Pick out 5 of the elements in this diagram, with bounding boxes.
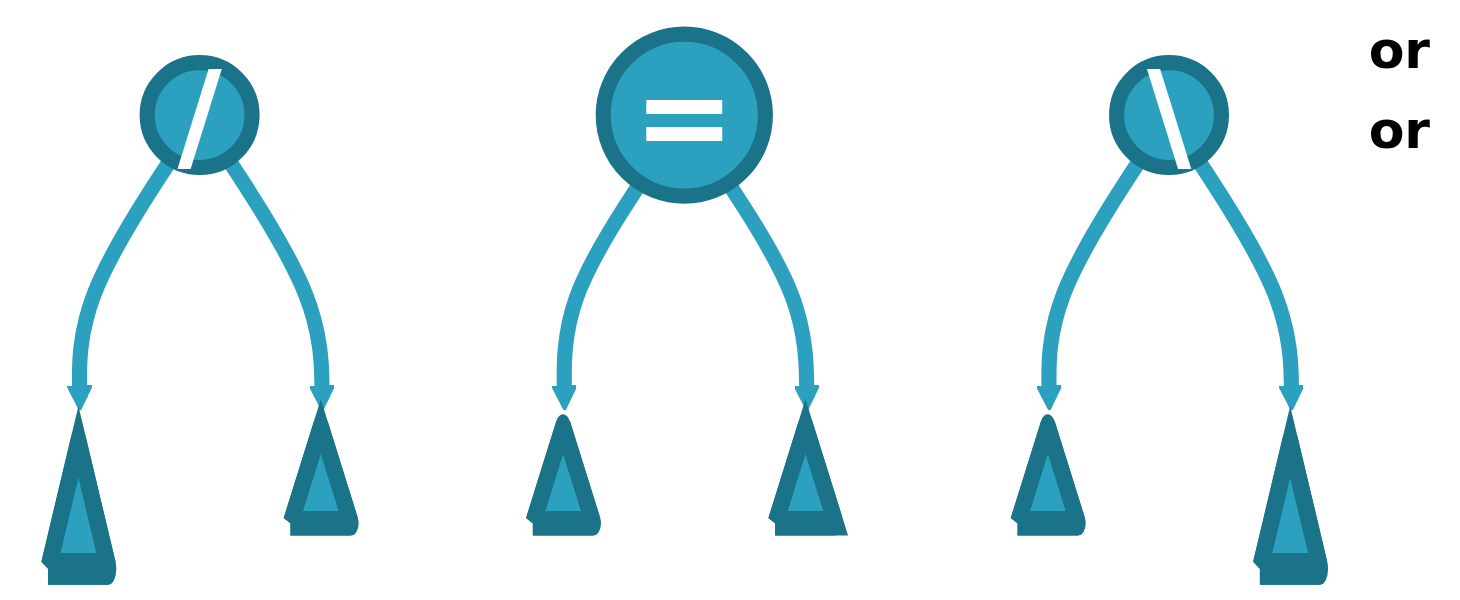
node-circle: / (139, 55, 260, 176)
node-circle: = (595, 26, 773, 204)
separator-word: or (1368, 20, 1430, 80)
node-circle: \ (1109, 55, 1229, 176)
separator-word: or (1368, 100, 1430, 160)
